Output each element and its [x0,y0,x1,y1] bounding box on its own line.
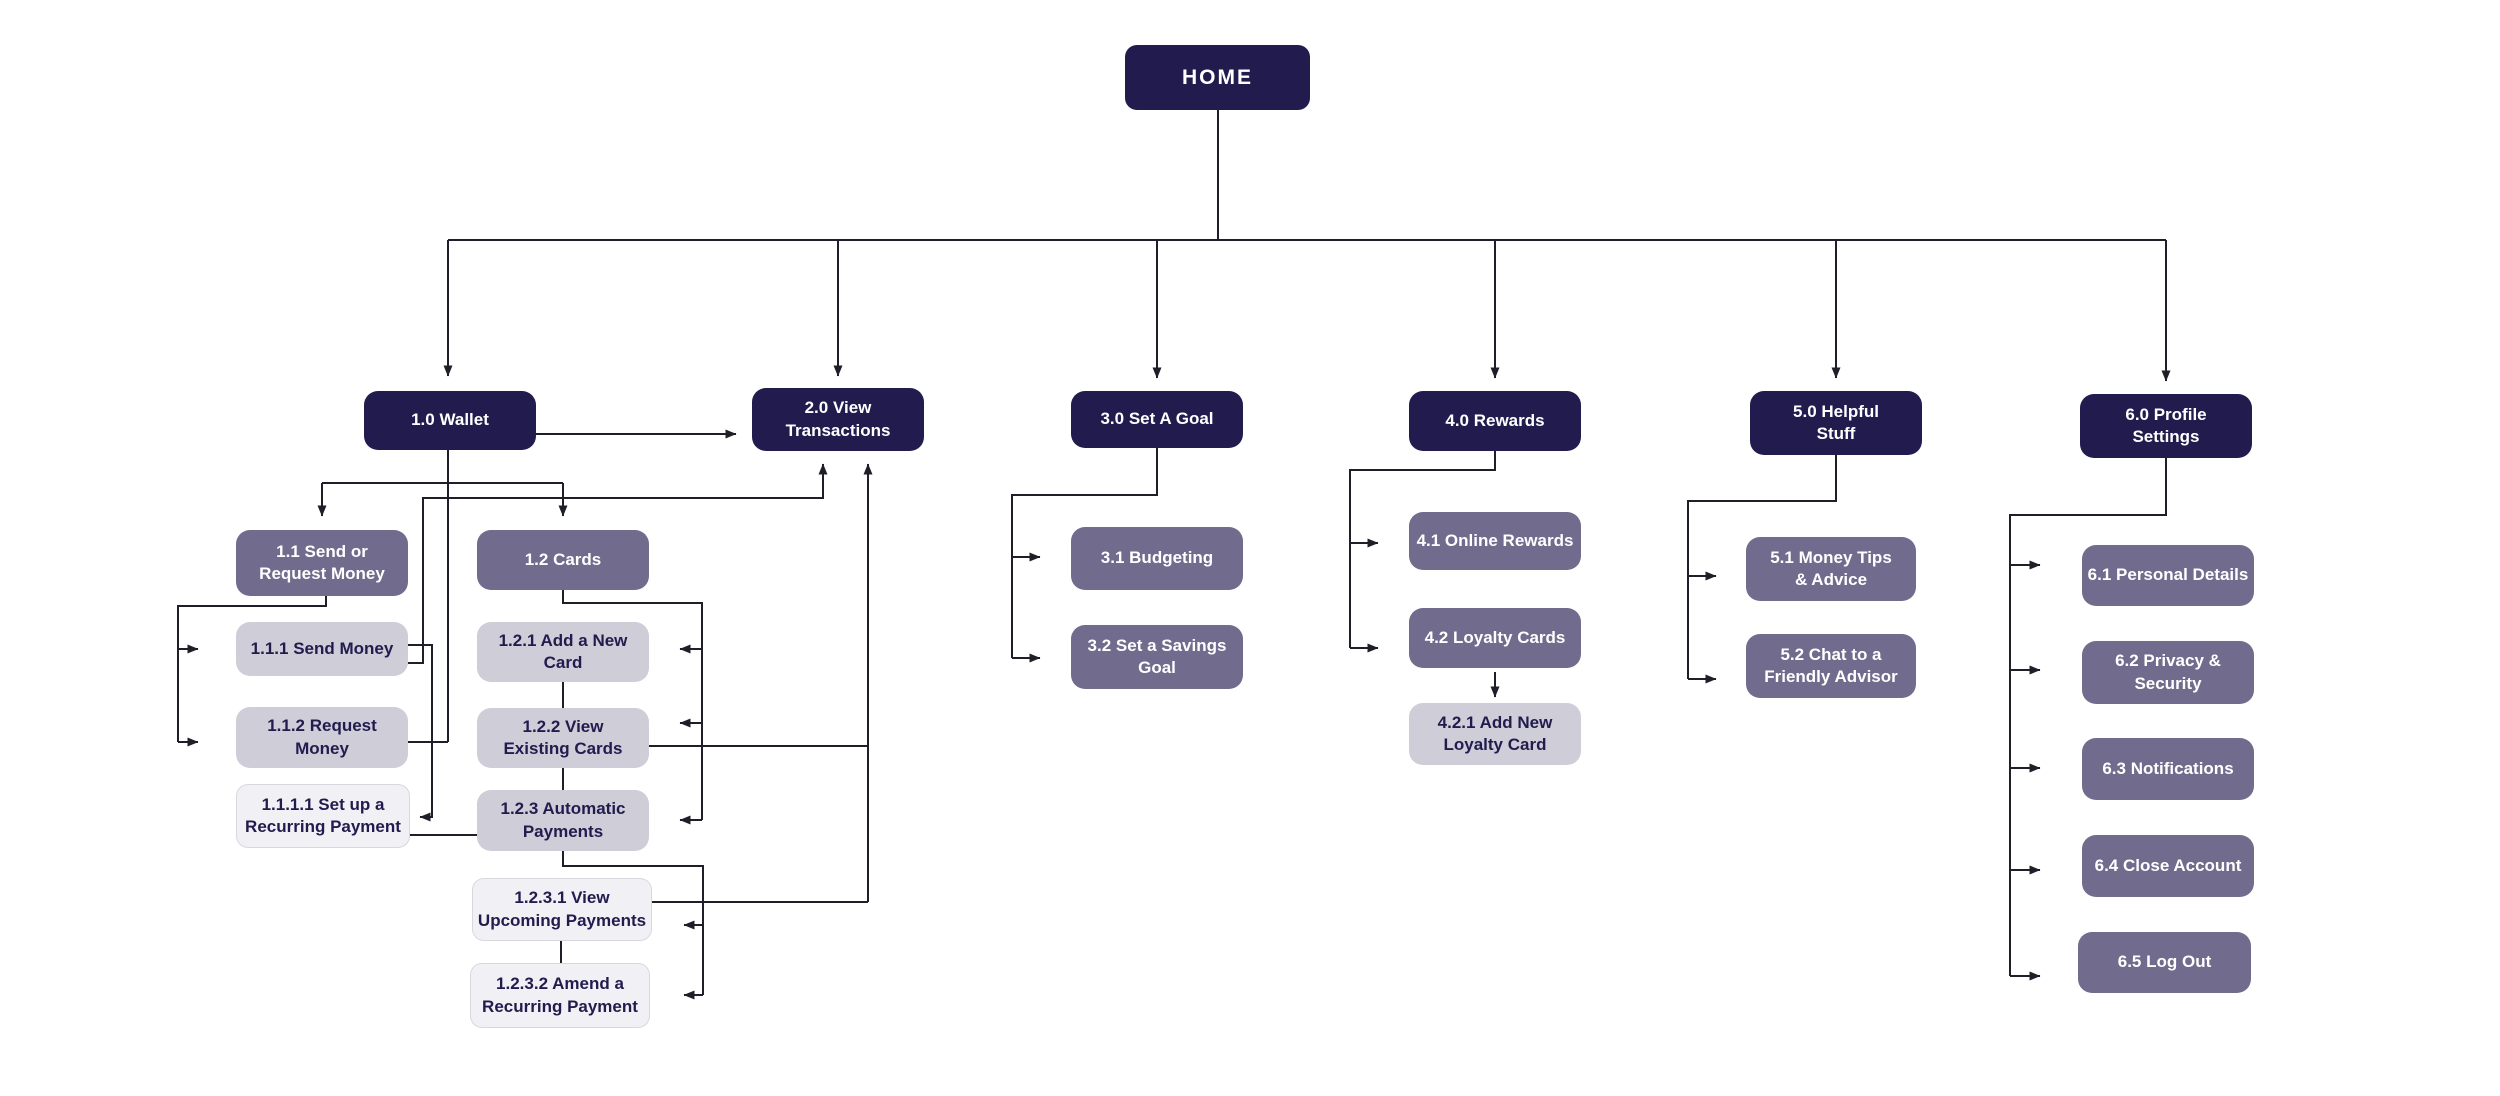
node-4-2: 4.2 Loyalty Cards [1409,608,1581,668]
node-1-2-3-2: 1.2.3.2 Amend a Recurring Payment [470,963,650,1028]
connector-16 [408,644,433,822]
node-1-2-1: 1.2.1 Add a New Card [477,622,649,682]
connector-19 [562,590,703,820]
node-1-2-2: 1.2.2 View Existing Cards [477,708,649,768]
node-6-5: 6.5 Log Out [2078,932,2251,993]
node-home: HOME [1125,45,1310,110]
connector-17 [408,463,828,664]
node-2-0: 2.0 View Transactions [752,388,924,451]
node-3-1: 3.1 Budgeting [1071,527,1243,590]
node-6-2: 6.2 Privacy & Security [2082,641,2254,704]
node-1-2-3-1: 1.2.3.1 View Upcoming Payments [472,878,652,941]
node-6-0: 6.0 Profile Settings [2080,394,2252,458]
connector-43 [2009,458,2167,976]
node-1-1: 1.1 Send or Request Money [236,530,408,596]
node-1-1-1: 1.1.1 Send Money [236,622,408,676]
node-5-1: 5.1 Money Tips & Advice [1746,537,1916,601]
connector-33 [1011,448,1158,658]
node-6-4: 6.4 Close Account [2082,835,2254,897]
node-1-1-2: 1.1.2 Request Money [236,707,408,768]
connector-40 [1687,455,1837,679]
connector-25 [562,851,704,995]
node-3-0: 3.0 Set A Goal [1071,391,1243,448]
node-5-2: 5.2 Chat to a Friendly Advisor [1746,634,1916,698]
node-6-1: 6.1 Personal Details [2082,545,2254,606]
node-4-1: 4.1 Online Rewards [1409,512,1581,570]
node-1-2-3: 1.2.3 Automatic Payments [477,790,649,851]
node-1-1-1-1: 1.1.1.1 Set up a Recurring Payment [236,784,410,848]
node-4-0: 4.0 Rewards [1409,391,1581,451]
node-4-2-1: 4.2.1 Add New Loyalty Card [1409,703,1581,765]
node-5-0: 5.0 Helpful Stuff [1750,391,1922,455]
node-6-3: 6.3 Notifications [2082,738,2254,800]
node-1-2: 1.2 Cards [477,530,649,590]
node-1-0: 1.0 Wallet [364,391,536,450]
connector-36 [1349,451,1496,648]
connector-13 [177,596,327,742]
node-3-2: 3.2 Set a Savings Goal [1071,625,1243,689]
connector-lines [177,110,2171,1000]
